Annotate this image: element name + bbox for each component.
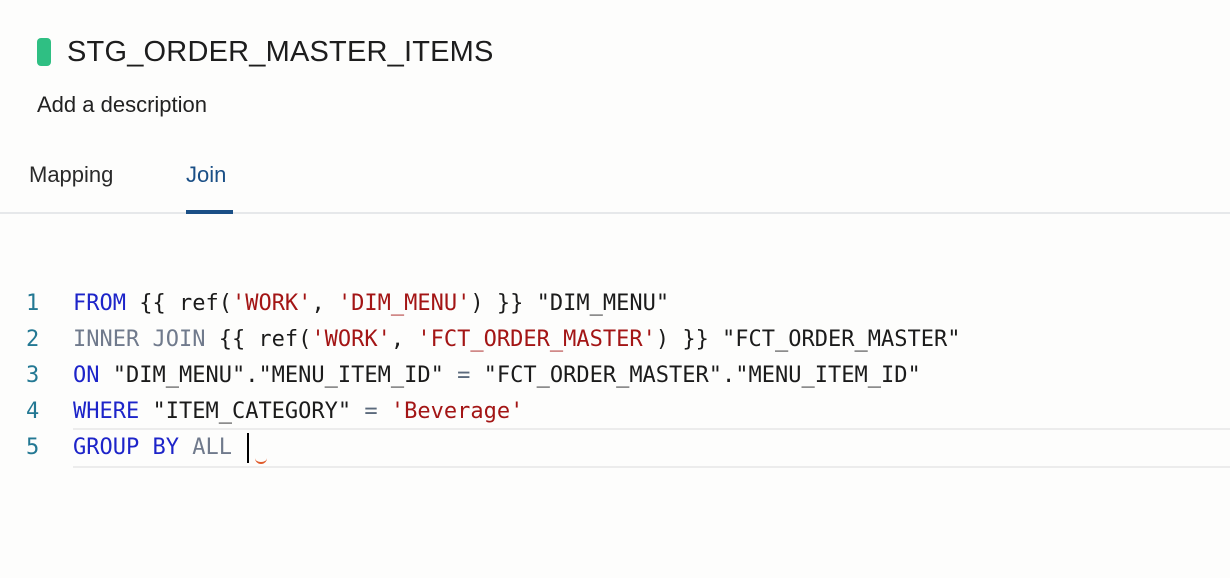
code-line[interactable]: 2 INNER JOIN {{ ref('WORK', 'FCT_ORDER_MA… [0,322,1230,358]
description-field[interactable]: Add a description [37,92,207,117]
error-squiggle-icon [255,456,267,464]
code-token: INNER JOIN [73,327,206,352]
code-token: ALL [192,435,232,460]
code-token: "FCT_ORDER_MASTER"."MENU_ITEM_ID" [470,363,921,388]
line-number: 4 [26,399,40,424]
code-token: GROUP BY [73,435,179,460]
code-text[interactable]: ON "DIM_MENU"."MENU_ITEM_ID" = "FCT_ORDE… [73,358,921,394]
code-token: , [390,327,418,352]
node-title[interactable]: STG_ORDER_MASTER_ITEMS [67,36,494,68]
text-cursor [247,433,250,463]
code-line[interactable]: 1 FROM {{ ref('WORK', 'DIM_MENU') }} "DIM… [0,286,1230,322]
code-token: ) }} "FCT_ORDER_MASTER" [655,327,961,352]
node-header: STG_ORDER_MASTER_ITEMS [37,33,494,71]
code-token: WHERE [73,399,140,424]
node-status-indicator [37,38,51,66]
code-line[interactable]: 4 WHERE "ITEM_CATEGORY" = 'Beverage' [0,394,1230,430]
code-text[interactable]: INNER JOIN {{ ref('WORK', 'FCT_ORDER_MAS… [73,322,960,358]
line-number: 1 [26,291,40,316]
code-token: FROM [73,291,126,316]
line-number: 2 [26,327,40,352]
code-token: 'DIM_MENU' [337,291,471,316]
tab-mapping[interactable]: Mapping [29,162,114,187]
tab-bar: Mapping Join [0,150,1230,214]
code-token [232,435,245,460]
code-token: 'WORK' [231,291,312,316]
line-number: 5 [26,435,40,460]
code-token: 'WORK' [311,327,391,352]
code-token: "ITEM_CATEGORY" [139,399,365,424]
active-tab-indicator [186,210,233,214]
code-text[interactable]: WHERE "ITEM_CATEGORY" = 'Beverage' [73,394,523,430]
code-line[interactable]: 3 ON "DIM_MENU"."MENU_ITEM_ID" = "FCT_ORD… [0,358,1230,394]
code-line[interactable]: 5 GROUP BY ALL [0,428,1230,468]
code-token: 'Beverage' [390,399,524,424]
code-text[interactable]: GROUP BY ALL [73,430,250,466]
code-token: ) }} "DIM_MENU" [470,291,670,316]
code-token: 'FCT_ORDER_MASTER' [417,327,656,352]
code-text[interactable]: FROM {{ ref('WORK', 'DIM_MENU') }} "DIM_… [73,286,669,322]
code-token: {{ ref( [205,327,312,352]
line-number: 3 [26,363,40,388]
code-token: , [311,291,338,316]
tab-join[interactable]: Join [186,162,227,187]
code-token: ON [73,363,100,388]
code-token [378,399,391,424]
code-token: = [457,363,471,388]
code-token [179,435,192,460]
code-token: "DIM_MENU"."MENU_ITEM_ID" [99,363,458,388]
code-token: {{ ref( [125,291,232,316]
code-token: = [364,399,378,424]
